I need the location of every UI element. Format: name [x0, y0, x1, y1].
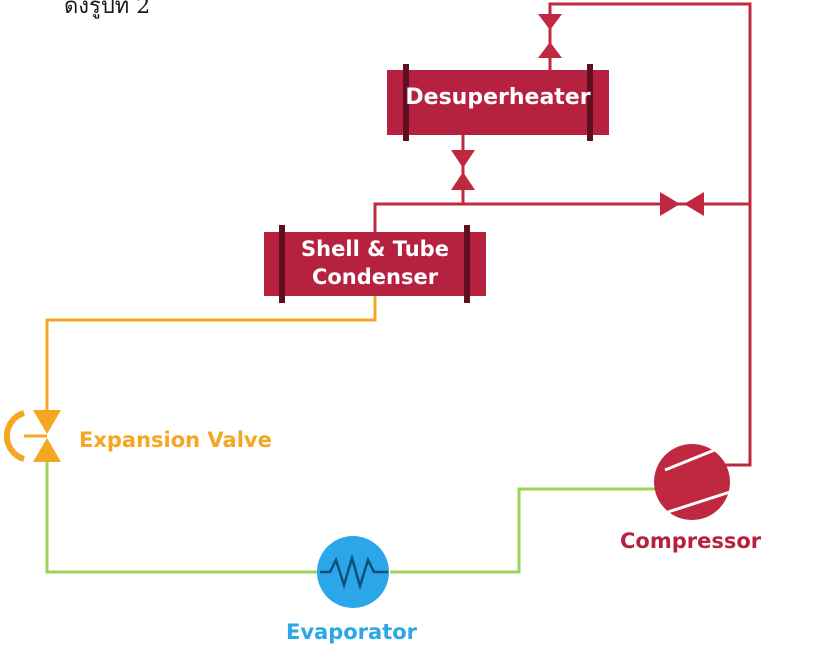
compressor-stroke-1 — [664, 445, 723, 472]
evaporator-icon — [317, 536, 389, 608]
evaporator-label: Evaporator — [286, 620, 418, 644]
desuperheater-flange-right — [587, 64, 593, 141]
condenser-flange-left — [279, 225, 285, 303]
expansion-valve-label: Expansion Valve — [79, 428, 272, 452]
condenser-box: Shell & Tube Condenser — [264, 225, 486, 303]
expansion-valve-icon — [33, 410, 61, 434]
valve-middle-icon-lower — [451, 172, 475, 190]
expansion-valve-actuator-icon — [3, 410, 26, 462]
desuperheater-box: Desuperheater — [387, 64, 609, 141]
hot-gas-pipe-bypass — [373, 202, 750, 232]
compressor-label: Compressor — [620, 529, 762, 553]
compressor-stroke-2 — [667, 490, 731, 514]
desuperheater-flange-left — [403, 64, 409, 141]
valve-top-icon — [538, 14, 562, 30]
liquid-pipe — [45, 296, 377, 410]
valve-bypass-icon-right — [684, 192, 704, 216]
condenser-label-line2: Condenser — [311, 265, 439, 289]
desuperheater-label: Desuperheater — [405, 85, 591, 110]
evaporator-coil-icon — [320, 553, 388, 591]
valve-bypass-icon — [660, 192, 680, 216]
valve-middle-icon — [451, 150, 475, 168]
valve-top-icon-lower — [538, 42, 562, 58]
expansion-valve-icon-lower — [33, 438, 61, 462]
suction-pipe-return — [390, 487, 658, 574]
figure-caption: ดังรูปที่ 2 — [64, 0, 151, 19]
suction-pipe — [45, 462, 318, 574]
condenser-flange-right — [464, 225, 470, 303]
compressor-icon — [654, 444, 730, 520]
condenser-label-line1: Shell & Tube — [301, 237, 449, 261]
